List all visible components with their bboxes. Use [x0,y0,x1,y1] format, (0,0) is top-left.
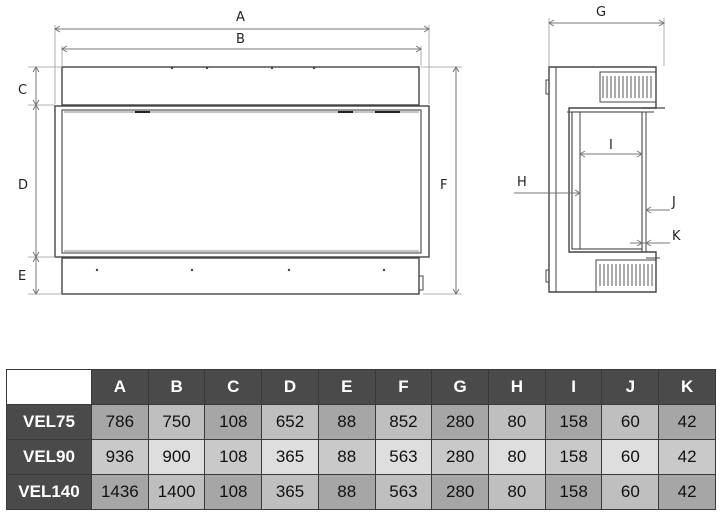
fireplace-dimension-drawing: A B C D E F G H I J K [18,5,681,295]
dim-label-c: C [18,83,27,98]
dim-label-e: E [18,269,26,284]
table-cell: 60 [601,404,660,440]
dim-label-h: H [517,175,527,190]
table-cell: 786 [91,404,149,440]
table-corner-cell [6,369,92,405]
front-view [28,25,462,295]
dim-label-g: G [596,5,606,20]
table-cell: 80 [488,404,546,440]
table-cell: 42 [658,439,716,475]
table-cell: 900 [147,439,206,475]
table-cell: 158 [544,474,603,510]
dim-label-k: K [672,229,681,244]
model-name: VEL140 [6,474,92,510]
dim-label-i: I [609,138,613,153]
table-cell: 158 [544,439,603,475]
dim-label-d: D [18,178,28,193]
table-cell: 108 [204,474,263,510]
dim-label-f: F [440,178,447,193]
table-cell: 652 [261,404,319,440]
column-header: J [601,369,660,405]
side-view [514,18,670,293]
table-cell: 280 [431,439,490,475]
table-cell: 563 [374,474,433,510]
column-header: D [261,369,319,405]
table-cell: 280 [431,404,490,440]
table-cell: 1436 [91,474,149,510]
table-cell: 108 [204,439,263,475]
column-header: E [317,369,376,405]
column-header: I [544,369,603,405]
model-name: VEL75 [6,404,92,440]
table-cell: 88 [317,439,376,475]
column-header: A [91,369,149,405]
table-cell: 60 [601,474,660,510]
table-cell: 80 [488,474,546,510]
table-cell: 60 [601,439,660,475]
column-header: B [147,369,206,405]
table-cell: 563 [374,439,433,475]
table-cell: 88 [317,474,376,510]
table-cell: 1400 [147,474,206,510]
table-cell: 42 [658,404,716,440]
table-row: VEL75 786 750 108 652 88 852 280 80 158 … [6,404,716,440]
column-header: H [488,369,546,405]
table-cell: 158 [544,404,603,440]
table-cell: 88 [317,404,376,440]
dim-label-b: B [236,32,245,47]
column-header: F [374,369,433,405]
table-cell: 750 [147,404,206,440]
table-row: VEL90 936 900 108 365 88 563 280 80 158 … [6,439,716,475]
table-cell: 852 [374,404,433,440]
table-cell: 42 [658,474,716,510]
table-cell: 80 [488,439,546,475]
table-cell: 365 [261,474,319,510]
dim-label-a: A [236,10,245,25]
column-header: G [431,369,490,405]
table-cell: 365 [261,439,319,475]
table-header-row: A B C D E F G H I J K [6,369,716,405]
table-cell: 108 [204,404,263,440]
column-header: C [204,369,263,405]
dimensions-table: A B C D E F G H I J K VEL75 786 750 108 … [6,369,716,510]
table-cell: 280 [431,474,490,510]
dim-label-j: J [671,195,676,210]
table-cell: 936 [91,439,149,475]
model-name: VEL90 [6,439,92,475]
table-row: VEL140 1436 1400 108 365 88 563 280 80 1… [6,474,716,510]
column-header: K [658,369,716,405]
